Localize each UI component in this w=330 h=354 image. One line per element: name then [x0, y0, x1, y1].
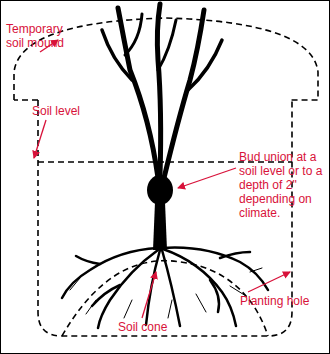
- mound-label: Temporary soil mound: [6, 22, 78, 50]
- planting-hole-label: Planting hole: [240, 294, 326, 308]
- soil-level-label: Soil level: [32, 104, 112, 118]
- bud-union-label: Bud union at a soil level or to a depth …: [239, 150, 325, 220]
- soil-cone-label: Soil cone: [118, 320, 198, 334]
